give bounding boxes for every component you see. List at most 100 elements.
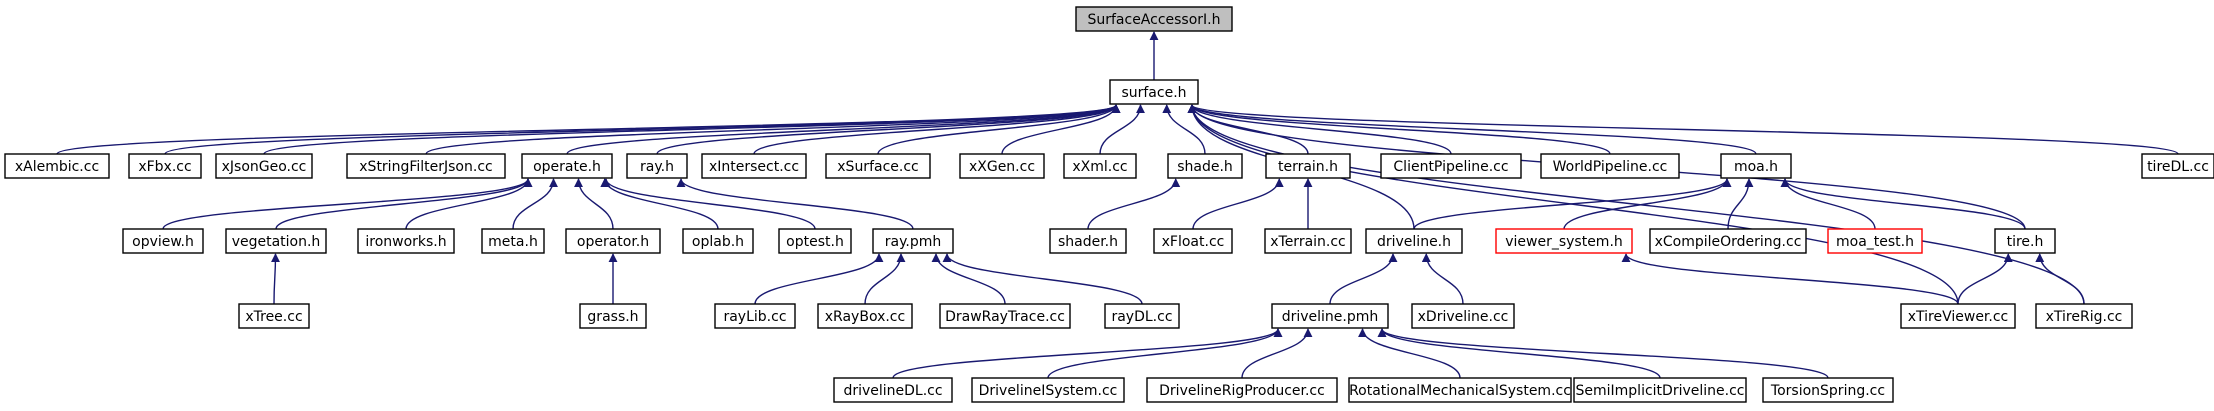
node-xfbx-cc[interactable]: xFbx.cc [128,153,202,179]
node-surfaceaccessori-h[interactable]: SurfaceAccessorI.h [1075,6,1233,32]
edge-worldpipeline_cc-to-surface_h [1187,104,1611,155]
node-xcompileordering-cc[interactable]: xCompileOrdering.cc [1649,228,1807,254]
node-label: driveline.h [1377,234,1451,250]
edge-tire_h-to-moa_h [1780,178,2026,230]
edge-drivelinedl_cc-to-driveline_pmh [892,328,1283,379]
node-viewer-system-h[interactable]: viewer_system.h [1495,228,1633,254]
node-label: oplab.h [692,234,744,250]
node-box [565,228,661,254]
node-box [1104,303,1180,329]
node-ray-h[interactable]: ray.h [626,153,688,179]
node-drivelineisystem-cc[interactable]: DrivelineISystem.cc [971,377,1125,403]
node-box [215,153,313,179]
node-ironworks-h[interactable]: ironworks.h [357,228,455,254]
node-box [4,153,110,179]
node-label: xAlembic.cc [15,159,99,175]
node-drivelinedl-cc[interactable]: drivelineDL.cc [833,377,953,403]
node-label: tire.h [2007,234,2044,250]
node-box [1075,6,1233,32]
node-xxml-cc[interactable]: xXml.cc [1063,153,1137,179]
node-label: xXml.cc [1072,159,1127,175]
node-opview-h[interactable]: opview.h [122,228,204,254]
edge-moa_test_h-to-moa_h [1780,178,1876,230]
node-drivelinerigproducer-cc[interactable]: DrivelineRigProducer.cc [1146,377,1338,403]
edge-oplab_h-to-operate_h [600,178,719,230]
node-xtree-cc[interactable]: xTree.cc [238,303,310,329]
node-driveline-pmh[interactable]: driveline.pmh [1271,303,1389,329]
node-rotationalmechanicalsystem-cc[interactable]: RotationalMechanicalSystem.cc [1348,377,1572,403]
node-label: xDriveline.cc [1418,309,1509,325]
node-oplab-h[interactable]: oplab.h [682,228,754,254]
node-box [1146,377,1338,403]
node-shade-h[interactable]: shade.h [1167,153,1243,179]
node-box [1167,153,1243,179]
node-box [701,153,807,179]
node-label: xIntersect.cc [709,159,799,175]
node-box [714,303,796,329]
node-tire-h[interactable]: tire.h [1994,228,2056,254]
edge-moa_h-to-surface_h [1187,104,1757,155]
node-label: SemiImplicitDriveline.cc [1576,383,1745,399]
node-moa-h[interactable]: moa.h [1720,153,1792,179]
node-surface-h[interactable]: surface.h [1109,79,1199,105]
node-tiredl-cc[interactable]: tireDL.cc [2141,153,2214,179]
node-label: xRayBox.cc [825,309,905,325]
node-xsurface-cc[interactable]: xSurface.cc [825,153,931,179]
node-vegetation-h[interactable]: vegetation.h [225,228,327,254]
node-xraybox-cc[interactable]: xRayBox.cc [817,303,913,329]
node-xtirerig-cc[interactable]: xTireRig.cc [2035,303,2133,329]
node-moa-test-h[interactable]: moa_test.h [1827,228,1923,254]
node-label: xFloat.cc [1162,234,1225,250]
node-driveline-h[interactable]: driveline.h [1365,228,1463,254]
node-optest-h[interactable]: optest.h [778,228,852,254]
node-box [481,228,545,254]
node-label: grass.h [587,309,638,325]
node-xstringfilterjson-cc[interactable]: xStringFilterJson.cc [346,153,506,179]
node-ray-pmh[interactable]: ray.pmh [872,228,954,254]
edge-xjsongeo_cc-to-surface_h [263,104,1121,155]
node-box [825,153,931,179]
edge-xintersect_cc-to-surface_h [753,104,1121,155]
node-drawraytrace-cc[interactable]: DrawRayTrace.cc [939,303,1071,329]
node-clientpipeline-cc[interactable]: ClientPipeline.cc [1380,153,1522,179]
node-xxgen-cc[interactable]: xXGen.cc [959,153,1045,179]
edge-xtireviewer_cc-to-surface_h [1187,104,1959,305]
node-box [579,303,647,329]
node-label: SurfaceAccessorI.h [1087,12,1220,28]
node-xintersect-cc[interactable]: xIntersect.cc [701,153,807,179]
node-shader-h[interactable]: shader.h [1049,228,1127,254]
node-torsionspring-cc[interactable]: TorsionSpring.cc [1762,377,1894,403]
node-xalembic-cc[interactable]: xAlembic.cc [4,153,110,179]
edge-drivelineisystem_cc-to-driveline_pmh [1047,328,1283,379]
node-label: xTree.cc [245,309,302,325]
node-box [1762,377,1894,403]
node-box [1720,153,1792,179]
edge-meta_h-to-operate_h [512,178,558,230]
node-xterrain-cc[interactable]: xTerrain.cc [1264,228,1352,254]
node-raydl-cc[interactable]: rayDL.cc [1104,303,1180,329]
node-semiimplicitdriveline-cc[interactable]: SemiImplicitDriveline.cc [1573,377,1747,403]
node-box [1109,79,1199,105]
node-xjsongeo-cc[interactable]: xJsonGeo.cc [215,153,313,179]
node-meta-h[interactable]: meta.h [481,228,545,254]
node-raylib-cc[interactable]: rayLib.cc [714,303,796,329]
edge-driveline_h-to-moa_h [1413,178,1732,230]
edge-raylib_cc-to-ray_pmh [754,253,884,305]
node-grass-h[interactable]: grass.h [579,303,647,329]
node-box [1540,153,1680,179]
node-operator-h[interactable]: operator.h [565,228,661,254]
node-terrain-h[interactable]: terrain.h [1265,153,1351,179]
node-box [971,377,1125,403]
node-label: xTerrain.cc [1270,234,1346,250]
node-xtireviewer-cc[interactable]: xTireViewer.cc [1900,303,2016,329]
edge-raydl_cc-to-ray_pmh [942,253,1143,305]
node-box [521,153,613,179]
edge-ray_pmh-to-ray_h [676,178,914,230]
node-box [1411,303,1515,329]
node-worldpipeline-cc[interactable]: WorldPipeline.cc [1540,153,1680,179]
node-xfloat-cc[interactable]: xFloat.cc [1153,228,1233,254]
node-xdriveline-cc[interactable]: xDriveline.cc [1411,303,1515,329]
node-operate-h[interactable]: operate.h [521,153,613,179]
node-label: driveline.pmh [1282,309,1379,325]
